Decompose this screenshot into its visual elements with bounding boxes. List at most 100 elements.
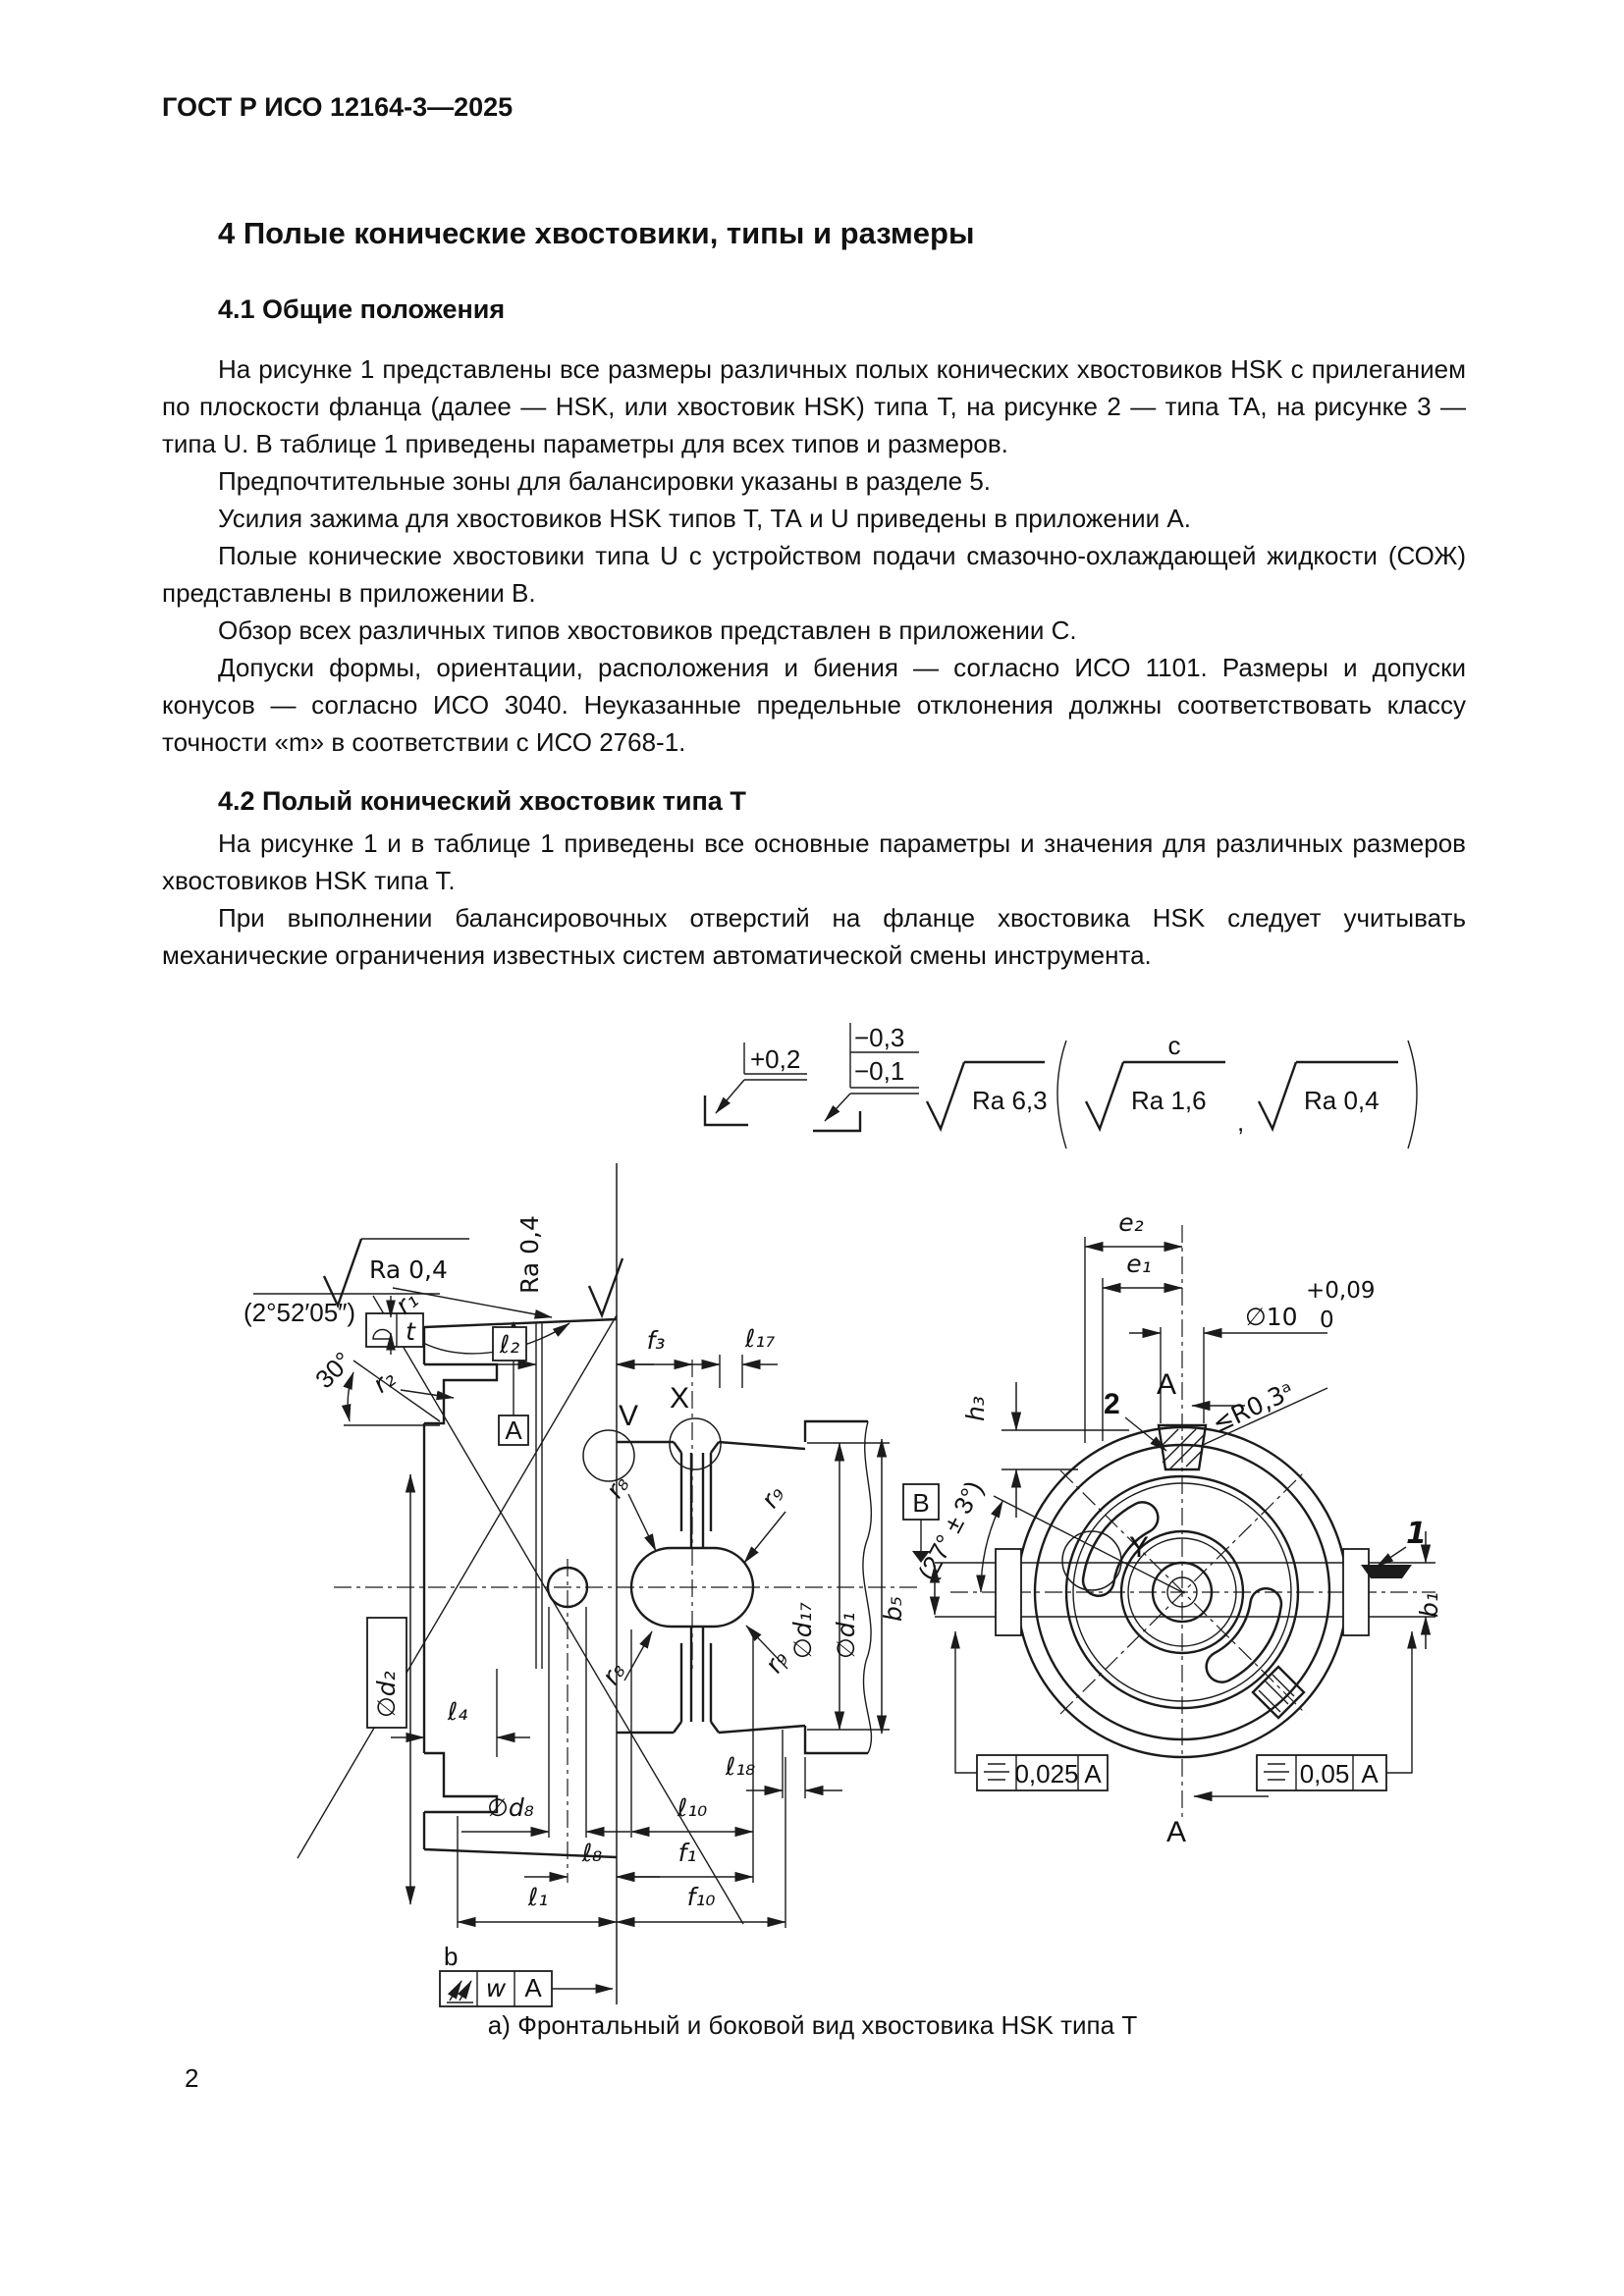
page-header: ГОСТ Р ИСО 12164-3—2025 (162, 92, 514, 122)
comma: , (1237, 1107, 1244, 1137)
sym-tol2-label: 0,05 (1300, 1759, 1350, 1789)
roughness-symbol-finest: Ra 0,4 (1257, 1060, 1398, 1133)
paragraph: Предпочтительные зоны для балансировки у… (218, 466, 992, 496)
symmetry-frame-left: 0,025 A (950, 1630, 1109, 1791)
dia10-tol-low: 0 (1320, 1308, 1334, 1333)
r8-label-2: r₈ (596, 1657, 630, 1689)
sym-tol1-label: 0,025 (1014, 1759, 1078, 1789)
collective-c: c (1168, 1031, 1181, 1060)
datum-b: B (902, 1483, 940, 1563)
subsection-4-2-body: На рисунке 1 и в таблице 1 приведены все… (162, 825, 1466, 974)
dim-row-l1-f10: ℓ₁ f₁₀ (457, 1757, 786, 1928)
datum-a: A (498, 1321, 529, 1446)
d8-label: ∅d₈ (487, 1793, 534, 1822)
paren-close (1407, 1040, 1418, 1149)
symmetry-frame-right: 0,05 A (1256, 1630, 1417, 1791)
view-y-label: Y (1129, 1531, 1149, 1564)
key-bottom-right (1251, 1665, 1306, 1720)
l8-label: ℓ₈ (581, 1839, 602, 1867)
l17-label: ℓ₁₇ (744, 1324, 775, 1353)
subsection-4-1-heading: 4.1 Общие положения (218, 294, 506, 324)
dim-b5: b₅ (879, 1564, 941, 1622)
l1-label: ℓ₁ (527, 1883, 548, 1911)
paragraph: Полые конические хвостовики типа U с уст… (162, 541, 1466, 608)
runout-datum-label: A (524, 1973, 542, 2002)
w-label: w (486, 1974, 507, 2002)
r03-label: ≤R0,3ᵃ (1208, 1376, 1298, 1438)
paragraph: На рисунке 1 представлены все размеры ра… (162, 354, 1466, 458)
dia10-label: ∅10 (1245, 1303, 1298, 1331)
profile-tolerance-frame: t (365, 1312, 570, 1355)
runout-frame: b w A (439, 1942, 614, 2007)
callout-1-group: 1 (1361, 1517, 1427, 1578)
datum-b-label: B (912, 1488, 929, 1518)
dim-d2: ∅d₂ (366, 1473, 416, 1905)
paragraph: Допуски формы, ориентации, расположения … (162, 653, 1466, 757)
r9-label: r₉ (755, 1480, 789, 1513)
break-line (862, 1420, 873, 1754)
l18-label: ℓ₁₈ (725, 1752, 755, 1781)
e2-label: e₂ (1118, 1208, 1143, 1237)
datum-a-label: A (505, 1415, 522, 1445)
dim-l18: ℓ₁₈ (725, 1730, 842, 1798)
paragraph: При выполнении балансировочных отверстий… (162, 903, 1466, 970)
sym-ref2-label: A (1361, 1759, 1379, 1789)
figure-1-drawing: +0,2 −0,3 −0,1 Ra 6,3 c Ra 1,6 (244, 1023, 1443, 2007)
dim-h3: h₃ (961, 1382, 1129, 1518)
side-view: Ra 0,4 t Ra 0,4 (2°52′05″) (244, 1163, 918, 2007)
angle30-label: 30° (309, 1346, 357, 1394)
dim-row-l8-f1: ℓ₈ f₁ (524, 1839, 754, 1883)
b5-label: b₅ (879, 1596, 907, 1622)
paragraph: На рисунке 1 и в таблице 1 приведены все… (162, 828, 1466, 895)
d1-label: ∅d₁ (832, 1612, 860, 1659)
d17-label: ∅d₁₇ (788, 1602, 817, 1659)
sym-ref1-label: A (1084, 1759, 1102, 1789)
dia10-tol-up: +0,09 (1306, 1278, 1375, 1304)
roughness-symbol-general: Ra 6,3 (925, 1060, 1048, 1133)
total-runout-icon (447, 1980, 473, 2003)
figure-caption: а) Фронтальный и боковой вид хвостовика … (487, 2010, 1138, 2040)
ra-face-label: Ra 0,4 (515, 1215, 544, 1294)
dim-row-top: ℓ₂ f₃ ℓ₁₇ (492, 1324, 778, 1388)
l2-label: ℓ₂ (499, 1330, 519, 1359)
ra-finest: Ra 0,4 (1304, 1086, 1380, 1115)
view-x-label: X (670, 1382, 689, 1415)
tolerance-plus: +0,2 (750, 1044, 800, 1074)
section-a-top-label: A (1157, 1368, 1176, 1401)
h3-label: h₃ (961, 1396, 990, 1421)
tolerance-upper: −0,3 (854, 1023, 904, 1052)
page-number: 2 (185, 2063, 199, 2093)
subsection-4-2-heading: 4.2 Полый конический хвостовик типа Т (218, 786, 746, 816)
paragraph: Усилия зажима для хвостовиков HSK типов … (218, 504, 1191, 533)
paren-open (1056, 1040, 1067, 1149)
section-a-bottom-label: A (1166, 1816, 1186, 1848)
tolerance-lower: −0,1 (854, 1056, 904, 1086)
dim-e2-e1: e₂ e₁ (1084, 1208, 1183, 1443)
paragraph: Обзор всех различных типов хвостовиков п… (218, 615, 1077, 645)
view-v-label: V (619, 1400, 638, 1432)
symmetry-icon (1264, 1763, 1289, 1781)
b1-label: b₁ (1415, 1592, 1443, 1618)
callout-1: 1 (1406, 1517, 1427, 1551)
f1-label: f₁ (678, 1839, 697, 1867)
roughness-taper: Ra 0,4 (253, 1238, 469, 1309)
surface-finish-note: +0,2 −0,3 −0,1 Ra 6,3 c Ra 1,6 (703, 1023, 1418, 1149)
taper-angle: (2°52′05″) (244, 1296, 396, 1355)
ra-taper-label: Ra 0,4 (369, 1255, 448, 1284)
b-label: b (444, 1942, 458, 1971)
dim-b1: b₁ (1415, 1531, 1443, 1649)
ra-fine: Ra 1,6 (1131, 1086, 1207, 1115)
roughness-symbol-fine: c Ra 1,6 (1084, 1031, 1225, 1133)
section-heading: 4 Полые конические хвостовики, типы и ра… (218, 216, 975, 250)
taper-angle-label: (2°52′05″) (244, 1298, 355, 1327)
symmetry-icon (984, 1763, 1009, 1781)
ra-general: Ra 6,3 (972, 1086, 1048, 1115)
callout-2: 2 (1104, 1388, 1120, 1420)
f10-label: f₁₀ (687, 1883, 716, 1911)
l4-label: ℓ₄ (447, 1697, 467, 1726)
dim-dia10: ∅10 +0,09 0 (1129, 1278, 1375, 1423)
l10-label: ℓ₁₀ (677, 1793, 707, 1822)
dim-row-d8-l10: ∅d₈ ℓ₁₀ (461, 1629, 754, 1883)
front-view: h₃ e₂ e₁ ∅10 +0,09 0 A (879, 1208, 1443, 1848)
